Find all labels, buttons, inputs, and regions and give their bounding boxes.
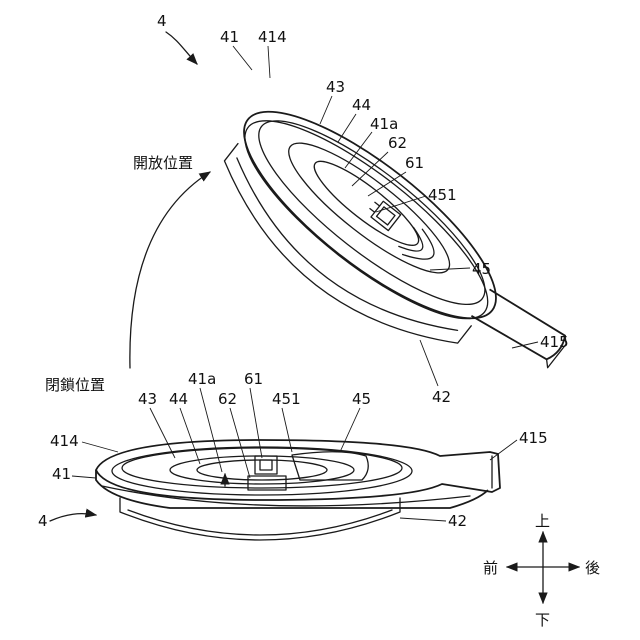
label-415-open: 415 — [540, 333, 569, 351]
label-43-open: 43 — [326, 78, 345, 96]
label-41-open: 41 — [220, 28, 239, 46]
label-43-closed: 43 — [138, 390, 157, 408]
label-61-closed: 61 — [244, 370, 263, 388]
label-4-open: 4 — [157, 12, 167, 30]
lid-closed-position: 41a 61 43 44 62 451 45 414 415 41 4 42 — [38, 370, 548, 540]
label-414-closed: 414 — [50, 432, 79, 450]
label-42-closed: 42 — [448, 512, 467, 530]
direction-up-label: 上 — [535, 512, 550, 530]
label-61-open: 61 — [405, 154, 424, 172]
rotation-arc — [130, 172, 210, 368]
label-42-open: 42 — [432, 388, 451, 406]
lid-open-position: 4 41 414 43 44 41a 62 61 451 45 415 42 — [157, 12, 585, 429]
direction-down-label: 下 — [535, 611, 550, 629]
direction-front-label: 前 — [483, 559, 498, 577]
caption-closed-position: 閉鎖位置 — [45, 376, 105, 394]
label-41a-open: 41a — [370, 115, 398, 133]
label-41a-closed: 41a — [188, 370, 216, 388]
label-414-open: 414 — [258, 28, 287, 46]
label-451-closed: 451 — [272, 390, 301, 408]
label-45-closed: 45 — [352, 390, 371, 408]
label-62-open: 62 — [388, 134, 407, 152]
direction-rear-label: 後 — [585, 559, 600, 577]
caption-open-position: 開放位置 — [133, 154, 193, 172]
label-45-open: 45 — [472, 260, 491, 278]
direction-indicator: 上 下 前 後 — [483, 512, 600, 629]
label-415-closed: 415 — [519, 429, 548, 447]
label-4-closed: 4 — [38, 512, 48, 530]
label-451-open: 451 — [428, 186, 457, 204]
label-44-closed: 44 — [169, 390, 188, 408]
label-62-closed: 62 — [218, 390, 237, 408]
label-41-closed: 41 — [52, 465, 71, 483]
label-44-open: 44 — [352, 96, 371, 114]
